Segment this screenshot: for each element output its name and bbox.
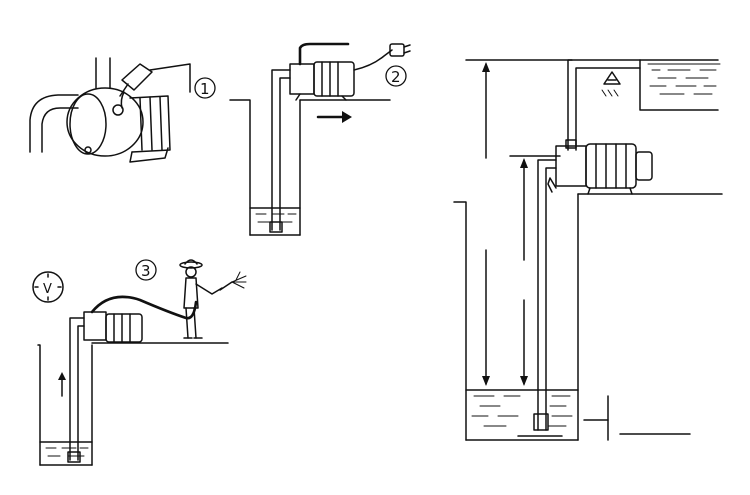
suction-lift-dimension xyxy=(509,155,561,386)
step-3-badge xyxy=(135,259,157,281)
motor-rib xyxy=(139,97,143,151)
suction-pipe xyxy=(537,159,557,431)
foot-valve xyxy=(533,413,549,431)
total-head-dimension xyxy=(465,59,573,386)
water-ripples xyxy=(255,213,297,223)
suction-pipe xyxy=(271,69,291,231)
pump-plug xyxy=(112,104,124,116)
step-1-number: 1 xyxy=(200,80,210,98)
garden-hose xyxy=(90,295,198,320)
motor-rib xyxy=(159,96,163,151)
ground-line xyxy=(229,99,251,236)
installation-dimension-diagram xyxy=(453,59,723,441)
inlet-pipe-inner xyxy=(41,107,79,153)
pump-bolt xyxy=(84,146,92,154)
step-2-number: 2 xyxy=(391,68,401,86)
priming-funnel-icon xyxy=(119,63,153,97)
step-2-power-connection-illustration: 2 xyxy=(229,42,411,236)
arrow-up-icon xyxy=(58,372,66,397)
power-cable xyxy=(353,49,393,71)
foot-valve xyxy=(269,221,283,233)
plug-icon xyxy=(389,43,411,57)
outlet-pipe xyxy=(95,57,111,89)
pump-base xyxy=(129,147,169,163)
warning-triangle-icon xyxy=(601,71,621,97)
water-ripples xyxy=(45,447,89,457)
pump-motor xyxy=(129,95,171,153)
step-1-pump-priming-illustration: 1 xyxy=(29,57,216,163)
foot-valve xyxy=(67,451,81,463)
outlet-hose xyxy=(298,42,350,66)
motor-cap xyxy=(635,151,653,181)
inlet-pipe xyxy=(29,94,79,153)
pump-motor xyxy=(585,143,637,189)
pump-head xyxy=(555,145,587,187)
pump-motor xyxy=(105,313,143,343)
person-with-hose-icon xyxy=(179,259,233,339)
arrow-right-icon xyxy=(316,111,352,123)
pump-motor xyxy=(313,61,355,97)
water-well-icon xyxy=(465,389,579,427)
water-spray xyxy=(231,271,247,289)
pump-body-front xyxy=(69,93,107,155)
suction-pipe xyxy=(69,317,85,461)
pump-feet xyxy=(587,187,633,195)
pump-body xyxy=(66,87,144,157)
ground-line xyxy=(37,344,41,466)
step-2-badge xyxy=(385,65,407,87)
ground-left xyxy=(453,201,467,441)
pump-stand xyxy=(547,177,557,193)
clock-icon xyxy=(32,271,64,303)
water-tank-icon xyxy=(639,59,721,111)
pump-head xyxy=(83,311,107,341)
pump-top-nozzle xyxy=(565,139,577,149)
step-3-number: 3 xyxy=(141,262,151,280)
step-1-badge xyxy=(194,77,216,99)
motor-rib xyxy=(149,96,153,151)
discharge-pipe xyxy=(567,59,641,151)
clock-hand-mark: V xyxy=(43,282,52,297)
water-pour xyxy=(120,91,125,109)
pump-head xyxy=(289,63,315,95)
pump-foot xyxy=(295,93,347,101)
step-3-operation-illustration: V 3 xyxy=(32,259,247,466)
step-1-leader-line xyxy=(149,63,191,93)
